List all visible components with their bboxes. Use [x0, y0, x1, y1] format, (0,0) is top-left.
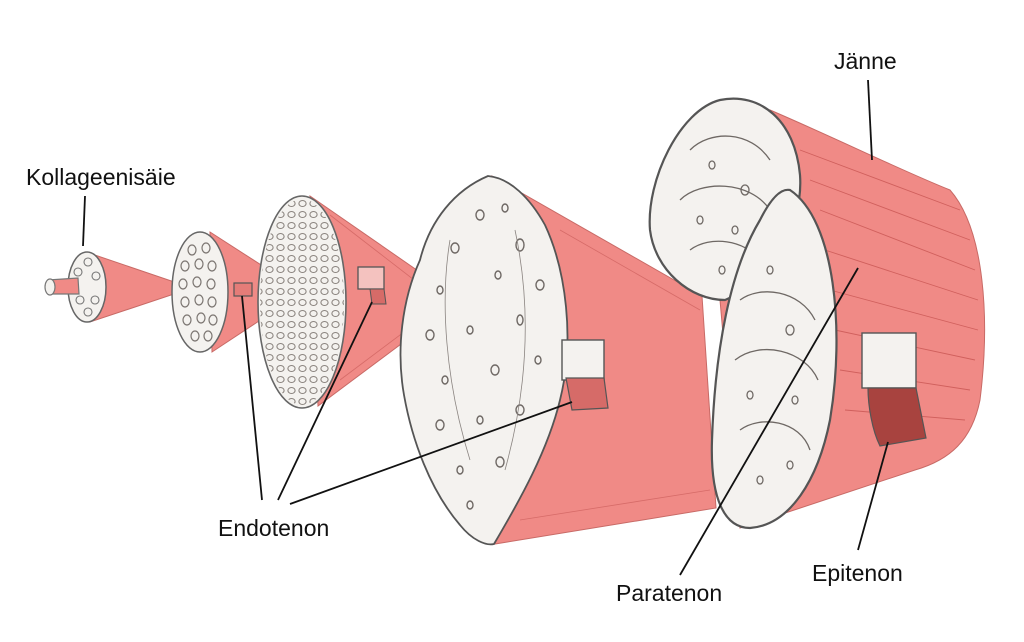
label-tendon: Jänne — [834, 48, 897, 74]
tertiary-bundle-unit — [399, 175, 717, 546]
endotenon-window-3 — [561, 339, 605, 381]
leader-endotenon-2 — [277, 301, 373, 501]
leader-endotenon-1 — [241, 295, 263, 501]
endotenon-window-2 — [357, 266, 385, 290]
tendon-lower-section — [710, 188, 838, 530]
label-paratenon: Paratenon — [616, 580, 723, 606]
endotenon-window-1 — [233, 282, 253, 297]
fibril-bundle-unit — [171, 231, 304, 353]
whole-tendon-unit — [648, 97, 986, 530]
fibril-bundle-face — [171, 231, 229, 353]
leader-epitenon — [857, 441, 889, 551]
label-epitenon: Epitenon — [812, 560, 903, 586]
leader-tendon — [867, 79, 873, 161]
epitenon-window — [861, 332, 917, 389]
tertiary-bundle-face — [399, 175, 569, 546]
leader-paratenon — [679, 267, 859, 576]
label-collagen-fiber: Kollageenisäie — [26, 164, 176, 190]
leader-endotenon-3 — [289, 401, 573, 505]
label-endotenon: Endotenon — [218, 515, 330, 541]
leader-lines — [82, 79, 889, 576]
leader-collagen — [82, 195, 86, 247]
collagen-fibril-unit — [44, 251, 194, 323]
